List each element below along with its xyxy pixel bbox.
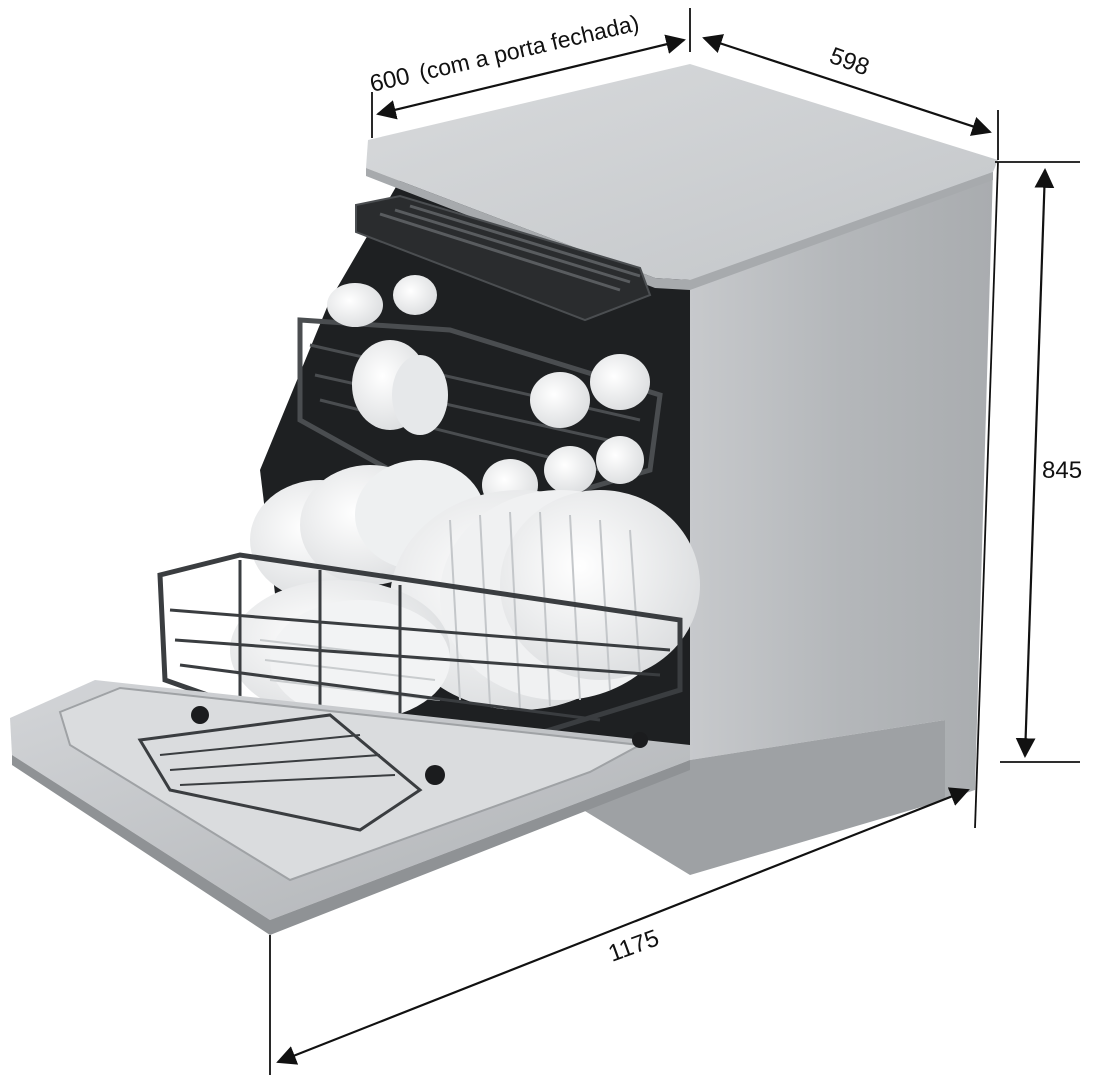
open-door-inner-panel	[58, 686, 644, 882]
depth-open-arrow	[276, 787, 970, 1065]
width-closed-note: (com a porta fechada)	[416, 10, 641, 86]
cutlery-tray-grid	[379, 204, 641, 292]
rack-wheel	[632, 732, 648, 748]
rack-wheel	[191, 706, 209, 724]
rack-wheel	[425, 765, 445, 785]
cutlery-tray	[355, 194, 652, 322]
cutlery-basket-wires	[159, 734, 396, 786]
height-label: 845	[1042, 457, 1082, 484]
depth-arrow	[702, 34, 992, 136]
width-closed-value: 600	[367, 63, 412, 98]
width-closed-label: 600 (com a porta fechada)	[367, 10, 641, 98]
height-arrow	[1015, 168, 1055, 758]
cabinet-side-panel	[690, 170, 993, 800]
upper-rack	[297, 317, 663, 523]
depth-open-extension-right	[974, 161, 999, 829]
dimension-lines	[269, 8, 1080, 1075]
width-arrow	[376, 34, 686, 120]
lower-rack	[157, 552, 683, 773]
lower-rack-wires	[169, 560, 671, 760]
depth-open-label: 1175	[605, 925, 663, 968]
depth-label: 598	[826, 42, 873, 81]
dishwasher-illustration	[10, 64, 998, 935]
